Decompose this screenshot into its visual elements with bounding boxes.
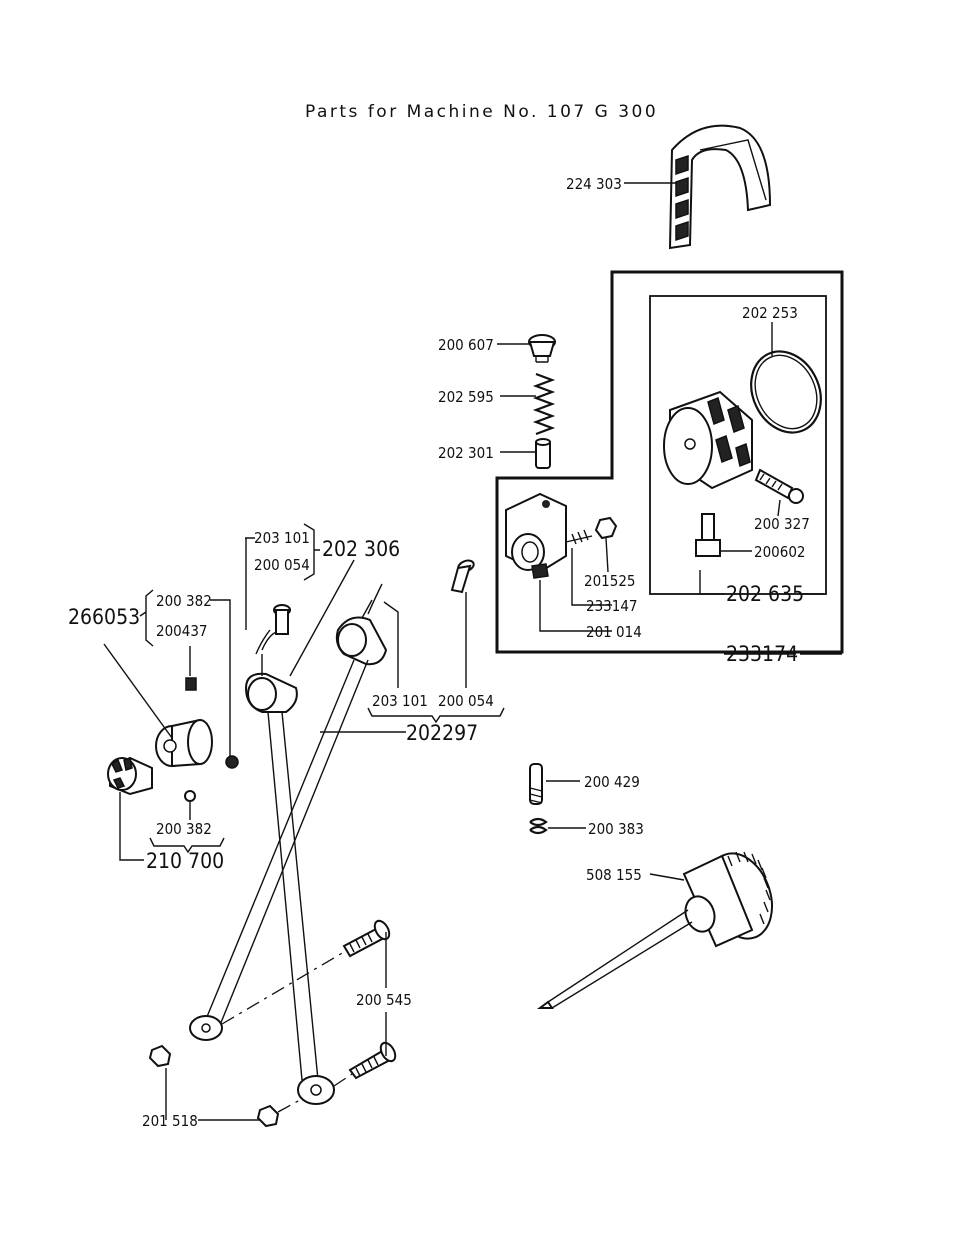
label-200429: 200 429 <box>584 773 640 791</box>
label-266053: 266053 <box>68 605 140 629</box>
part-201525-nut <box>596 518 616 538</box>
part-202297-arm <box>190 584 386 1040</box>
label-202253: 202 253 <box>742 304 798 322</box>
part-202595-spring <box>536 374 552 434</box>
part-200054-screw-a <box>274 605 290 634</box>
part-200383-spring <box>530 819 546 833</box>
part-200382-screw-a <box>226 756 238 768</box>
label-202635: 202 635 <box>726 582 804 606</box>
label-200054-top: 200 054 <box>254 556 310 574</box>
label-210700: 210 700 <box>146 849 224 873</box>
label-201014: 201 014 <box>586 623 642 641</box>
part-200382-screw-b <box>185 791 195 801</box>
label-200054-bottom: 200 054 <box>438 692 494 710</box>
label-508155: 508 155 <box>586 866 642 884</box>
part-202635-gear <box>664 392 752 488</box>
part-200429-pin <box>530 764 542 804</box>
label-200327: 200 327 <box>754 515 810 533</box>
part-200437-screw <box>186 678 196 690</box>
label-233147: 233147 <box>586 597 638 615</box>
label-200382-top: 200 382 <box>156 592 212 610</box>
part-202301-pin <box>536 439 550 468</box>
part-508155-awl <box>540 844 783 1008</box>
label-233174: 233174 <box>726 642 798 666</box>
label-201518: 201 518 <box>142 1112 198 1130</box>
part-201518-nut-a <box>150 1046 170 1066</box>
centerline-b <box>278 1100 300 1112</box>
part-210700-gear <box>108 758 152 794</box>
label-202297: 202297 <box>406 721 478 745</box>
part-200545-screw-bottom <box>350 1040 398 1078</box>
part-202306-arm <box>246 630 334 1104</box>
centerline-c <box>334 1074 352 1086</box>
label-202306: 202 306 <box>322 537 400 561</box>
part-200607-screw <box>529 335 555 362</box>
centerline-a <box>222 952 344 1024</box>
label-224303: 224 303 <box>566 175 622 193</box>
label-200607: 200 607 <box>438 336 494 354</box>
label-200437: 200437 <box>156 622 208 640</box>
label-200382-bottom: 200 382 <box>156 820 212 838</box>
label-200602: 200602 <box>754 543 806 561</box>
part-200602-bolt <box>696 514 720 556</box>
label-203101-bottom: 203 101 <box>372 692 428 710</box>
part-200054-screw-b <box>452 559 475 592</box>
label-200545: 200 545 <box>356 991 412 1009</box>
part-201518-nut-b <box>258 1106 278 1126</box>
label-203101-top: 203 101 <box>254 529 310 547</box>
label-202595: 202 595 <box>438 388 494 406</box>
label-202301: 202 301 <box>438 444 494 462</box>
part-200327-screw <box>756 470 803 503</box>
label-200383: 200 383 <box>588 820 644 838</box>
label-201525: 201525 <box>584 572 636 590</box>
part-224303-clip <box>670 126 770 248</box>
part-200545-screw-top <box>344 918 392 956</box>
part-233147-block <box>506 494 592 578</box>
